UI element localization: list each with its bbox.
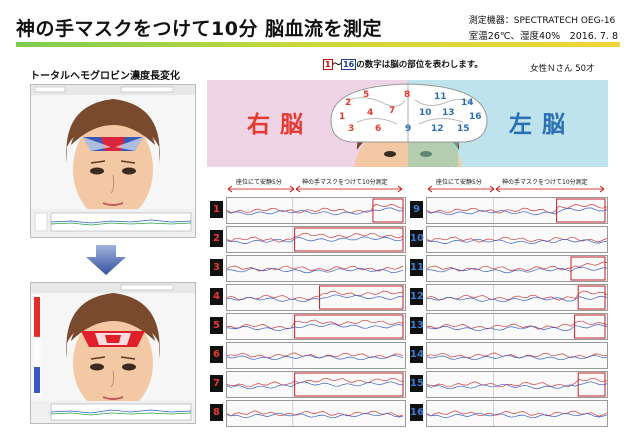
region-number-6: 6 xyxy=(375,124,382,134)
left-brain-channels: 座位にて安静5分 神の手マスクをつけて10分測定 9 10 11 12 13 14 15 16 xyxy=(410,177,608,429)
channel-number-badge: 14 xyxy=(410,346,424,363)
channel-trace xyxy=(226,342,406,369)
time-bracket-right xyxy=(227,185,403,193)
channel-trace xyxy=(226,371,406,398)
region-number-1: 1 xyxy=(339,112,346,122)
channel-number-badge: 16 xyxy=(410,404,424,421)
channel-trace xyxy=(226,284,406,311)
channel-trace xyxy=(226,226,406,253)
region-number-13: 13 xyxy=(442,108,455,118)
channel-trace xyxy=(226,197,406,224)
channel-trace xyxy=(426,284,608,311)
channel-number-badge: 12 xyxy=(410,288,424,305)
channel-trace xyxy=(226,313,406,340)
region-number-16: 16 xyxy=(469,112,482,122)
right-brain-label: 右脳 xyxy=(247,112,313,138)
region-number-14: 14 xyxy=(461,98,474,108)
rest-header-right: 座位にて安静5分 xyxy=(236,179,282,186)
device-text: 測定機器：SPECTRATECH OEG-16 xyxy=(468,16,616,26)
region-number-4: 4 xyxy=(367,108,374,118)
channel-trace xyxy=(426,313,608,340)
channel-trace xyxy=(226,400,406,427)
region-number-15: 15 xyxy=(457,124,470,134)
left-brain-label: 左脳 xyxy=(509,112,575,138)
region-number-8: 8 xyxy=(404,90,411,100)
mask-header-left: 神の手マスクをつけて10分測定 xyxy=(502,179,588,186)
channel-number-badge: 10 xyxy=(410,230,424,247)
mask-header-right: 神の手マスクをつけて10分測定 xyxy=(302,179,388,186)
channel-number-badge: 3 xyxy=(210,259,223,276)
channel-trace xyxy=(426,371,608,398)
page-title: 神の手マスクをつけて10分 脳血流を測定 xyxy=(16,18,383,40)
region-number-5: 5 xyxy=(363,90,370,100)
channel-trace xyxy=(426,197,608,224)
right-brain-channels: 座位にて安静5分 神の手マスクをつけて10分測定 1 2 3 4 5 6 7 8 xyxy=(210,177,406,429)
channel-number-badge: 11 xyxy=(410,259,424,276)
down-arrow-icon xyxy=(86,245,126,279)
note-from-number: 1 xyxy=(323,59,333,70)
region-number-3: 3 xyxy=(348,124,355,134)
after-face-image xyxy=(31,283,195,423)
channel-trace xyxy=(426,342,608,369)
channel-trace xyxy=(226,255,406,282)
region-number-10: 10 xyxy=(419,108,432,118)
title-underline xyxy=(16,42,620,47)
channel-number-badge: 9 xyxy=(410,201,423,218)
rest-header-left: 座位にて安静5分 xyxy=(436,179,482,186)
before-face-image xyxy=(31,85,195,237)
region-number-7: 7 xyxy=(389,106,396,116)
channel-number-badge: 13 xyxy=(410,317,424,334)
note-tilde: ～ xyxy=(332,60,342,70)
channel-number-badge: 2 xyxy=(210,230,223,247)
left-heading: トータルヘモグロビン濃度長変化 xyxy=(30,71,180,82)
channel-number-badge: 15 xyxy=(410,375,424,392)
brain-region-panel: 右脳 左脳 5 8 2 4 7 1 3 6 11 14 10 13 16 9 1… xyxy=(207,80,608,167)
time-bracket-left xyxy=(427,185,605,193)
channel-trace xyxy=(426,400,608,427)
region-number-11: 11 xyxy=(434,92,447,102)
channel-trace xyxy=(426,226,608,253)
before-screenshot xyxy=(30,84,196,238)
subject-label: 女性Ｎさん 50才 xyxy=(530,64,595,74)
region-number-9: 9 xyxy=(405,124,412,134)
channel-trace xyxy=(426,255,608,282)
after-screenshot xyxy=(30,282,196,424)
measurement-info: 測定機器：SPECTRATECH OEG-16 室温26℃、湿度40% 2016… xyxy=(469,14,618,44)
channel-number-badge: 5 xyxy=(210,317,223,334)
note-to-number: 16 xyxy=(341,59,357,70)
brain-diagram xyxy=(330,83,488,167)
conditions-text: 室温26℃、湿度40% 2016. 7. 8 xyxy=(468,31,618,42)
region-number-2: 2 xyxy=(345,98,352,108)
region-number-12: 12 xyxy=(431,124,444,134)
channel-number-badge: 6 xyxy=(210,346,223,363)
note-text: の数字は脳の部位を表わします。 xyxy=(356,60,483,70)
channel-number-badge: 8 xyxy=(210,404,223,421)
channel-number-badge: 4 xyxy=(210,288,223,305)
channel-number-badge: 7 xyxy=(210,375,223,392)
channel-number-badge: 1 xyxy=(210,201,223,218)
